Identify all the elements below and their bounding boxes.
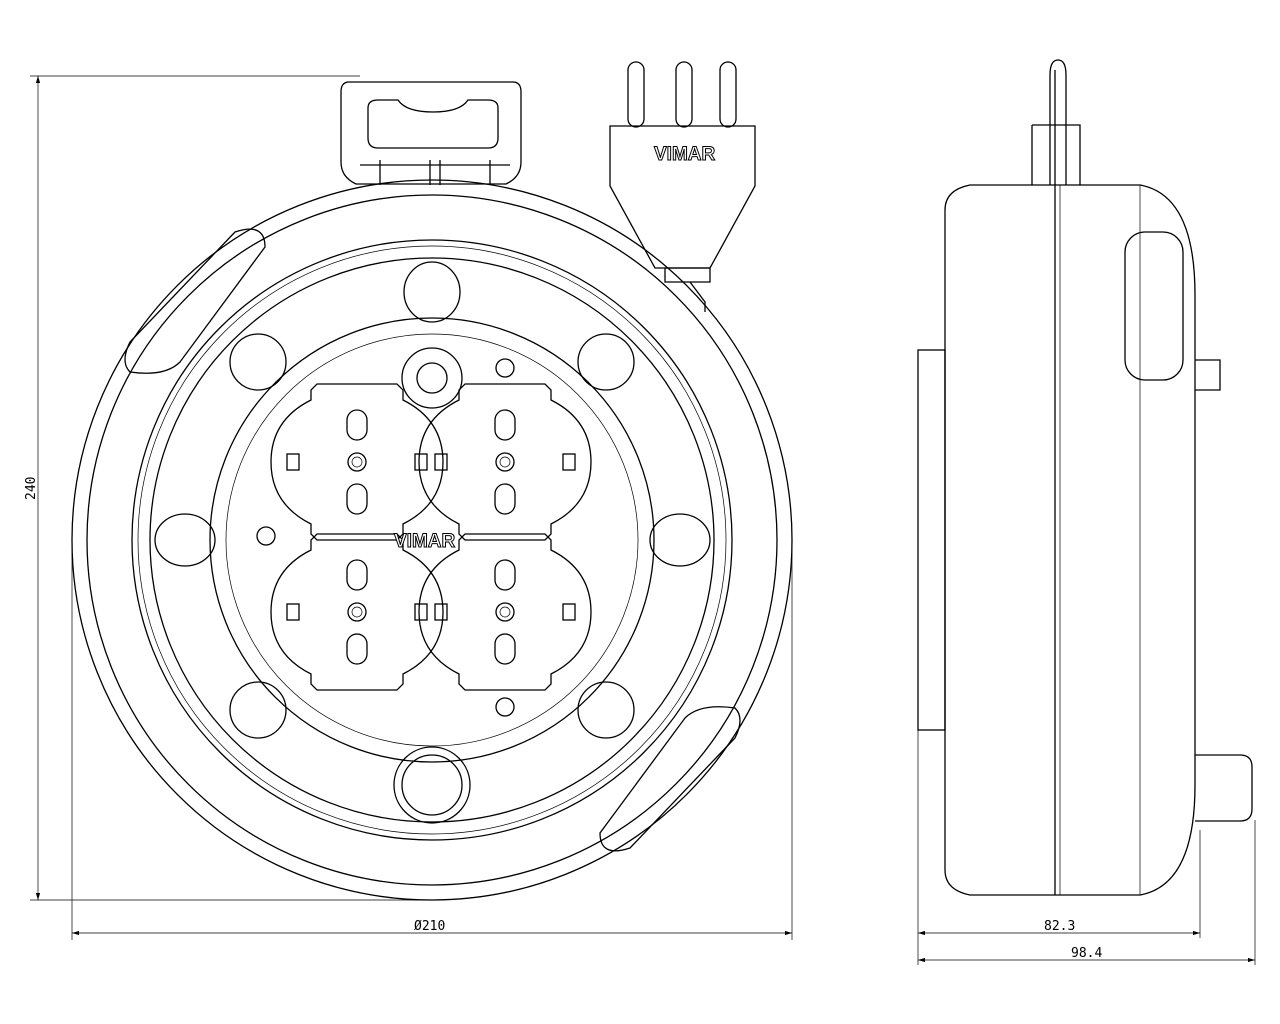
svg-text:98.4: 98.4: [1071, 946, 1102, 961]
dimension-height: 240: [24, 75, 432, 901]
dimension-depth-body: 82.3: [917, 730, 1201, 965]
socket-bottom-left: [270, 533, 444, 691]
side-knob: [1195, 754, 1253, 822]
plug: VIMAR: [609, 61, 756, 312]
brand-logo: VIMAR: [394, 531, 456, 552]
socket-plate: [209, 317, 655, 763]
carry-handle: [340, 81, 522, 185]
plug-brand-logo: VIMAR: [654, 144, 716, 165]
svg-text:240: 240: [24, 477, 39, 500]
socket-top-left: [270, 383, 444, 541]
socket-bottom-right: [418, 533, 592, 691]
svg-text:82.3: 82.3: [1044, 919, 1075, 934]
brake-button: [393, 746, 471, 824]
socket-top-right: [418, 383, 592, 541]
vent-holes: [154, 261, 711, 739]
svg-text:Ø210: Ø210: [414, 919, 445, 934]
dimension-depth-total: 98.4: [918, 820, 1256, 965]
side-view: [917, 59, 1253, 896]
side-body: [944, 184, 1196, 896]
dimension-diameter: Ø210: [71, 540, 793, 940]
front-view: VIMAR VIMAR: [71, 61, 793, 901]
